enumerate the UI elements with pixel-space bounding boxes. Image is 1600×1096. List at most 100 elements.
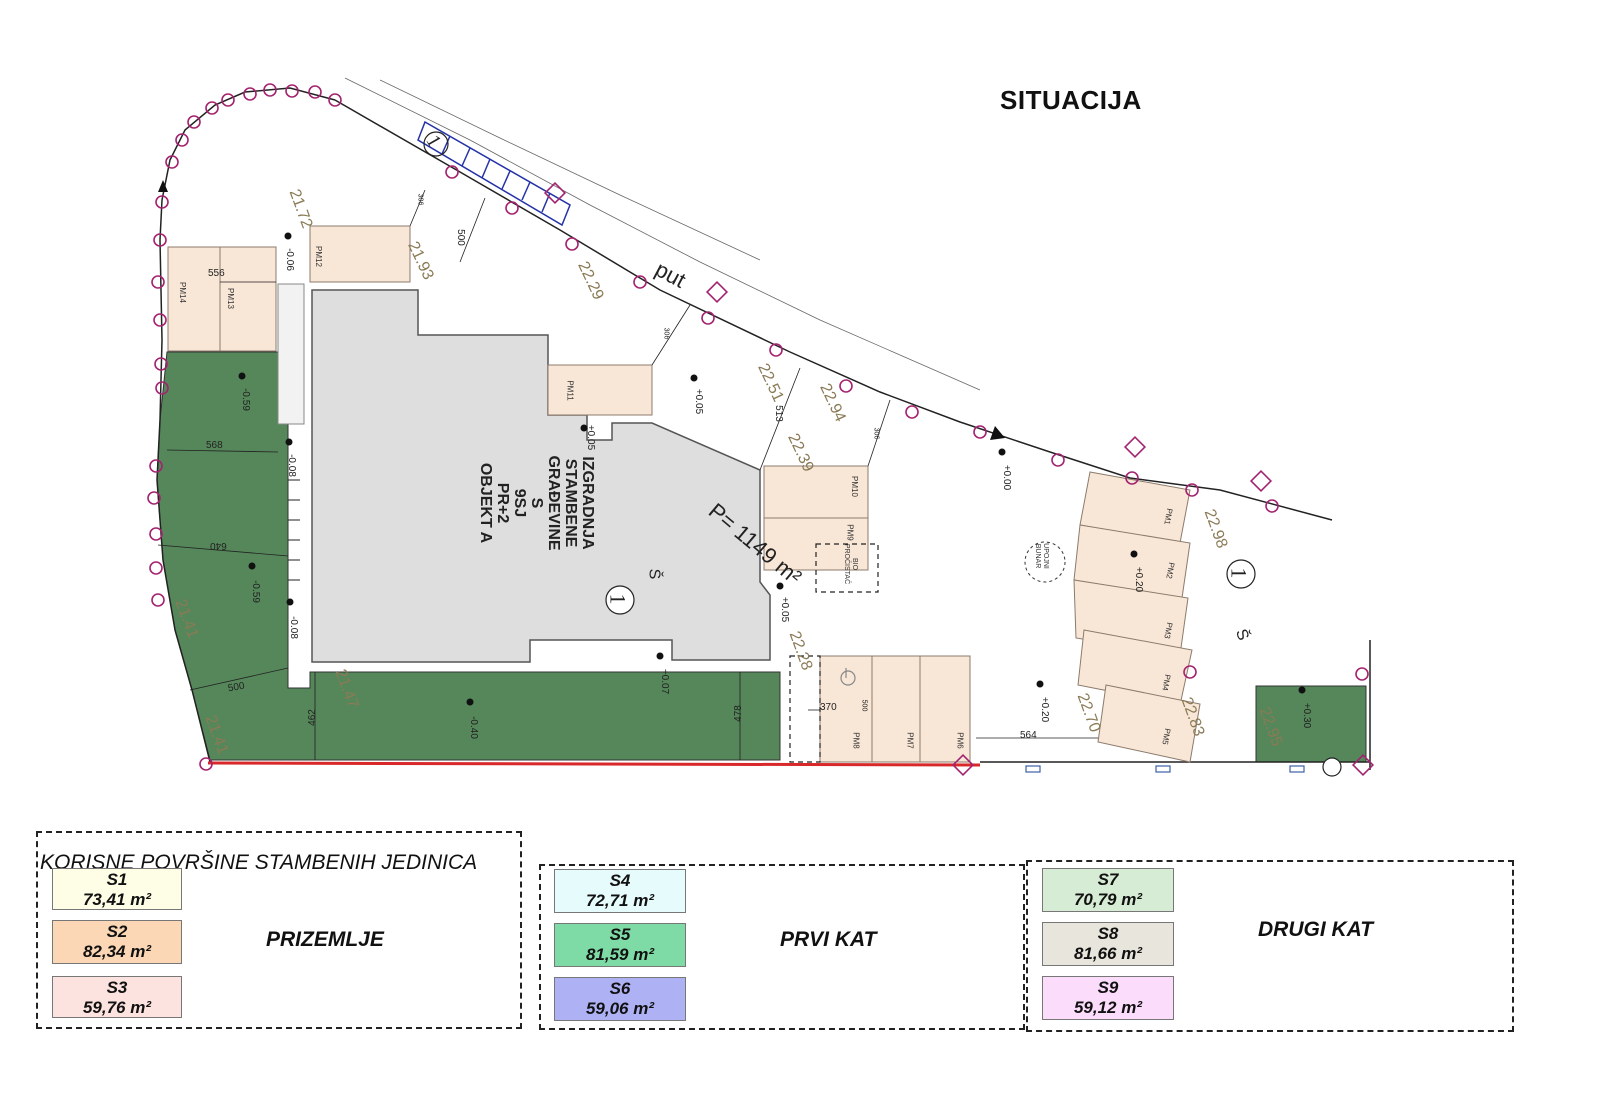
floor-label-first: PRVI KAT xyxy=(780,928,877,951)
unit-name: S3 xyxy=(106,978,128,997)
dimension-label: 306 xyxy=(872,427,880,440)
unit-name: S9 xyxy=(1097,978,1119,997)
building-label-line: GRAĐEVINE S xyxy=(528,455,562,551)
well-label-line: BUNAR xyxy=(1033,543,1041,569)
unit-name: S2 xyxy=(106,922,128,941)
dimension-label: 462 xyxy=(306,709,318,726)
level-label: -0.59 xyxy=(239,388,251,411)
dimension-label: 478 xyxy=(732,705,744,722)
building-label: IZGRADNJA STAMBENE GRAĐEVINE S 9SJ PR+2 … xyxy=(466,448,596,558)
well-label: UPOJNI BUNAR xyxy=(1033,543,1049,569)
level-label: +0.20 xyxy=(1133,566,1145,593)
legend-group-first-floor xyxy=(539,864,1025,1030)
section-symbol-sub: Š xyxy=(645,568,663,580)
level-label: -0.06 xyxy=(283,248,295,271)
unit-area: 70,79 m² xyxy=(1073,890,1143,909)
floor-label-ground: PRIZEMLJE xyxy=(266,928,384,951)
building-label-line: IZGRADNJA xyxy=(579,456,596,550)
boundary-markers xyxy=(147,83,1375,777)
level-label: +0.05 xyxy=(779,596,791,623)
green-area xyxy=(156,351,1367,763)
tank-label-line: PROČISTAČ xyxy=(843,543,851,585)
tiled-strip xyxy=(277,283,305,425)
legend-group-second-floor xyxy=(1026,860,1514,1032)
section-symbol-2: 1 xyxy=(1226,567,1252,579)
road xyxy=(344,77,981,391)
parking-label: PM8 xyxy=(851,732,861,749)
dimension-label: 500 xyxy=(860,699,868,712)
well-icon xyxy=(1024,541,1066,583)
dimension-label: 306 xyxy=(416,193,424,206)
dimension-label: 306 xyxy=(662,327,670,340)
level-label: +0.00 xyxy=(1001,464,1013,491)
building-label-line: 9SJ xyxy=(511,488,528,518)
unit-name: S4 xyxy=(609,871,631,890)
triangle-markers xyxy=(158,180,1005,440)
unit-swatch-s1: S1 73,41 m² xyxy=(52,868,182,910)
unit-swatch-s2: S2 82,34 m² xyxy=(52,920,182,964)
red-boundary-line xyxy=(207,761,981,767)
unit-name: S7 xyxy=(1097,870,1119,889)
level-label: +0.30 xyxy=(1301,702,1313,729)
parking-label: PM12 xyxy=(313,246,323,267)
parking-label: PM11 xyxy=(565,380,575,401)
unit-swatch-s3: S3 59,76 m² xyxy=(52,976,182,1018)
unit-name: S8 xyxy=(1097,924,1119,943)
parking-label: PM14 xyxy=(177,282,187,303)
stairs xyxy=(288,479,300,581)
parking-symbol-top xyxy=(423,131,449,157)
unit-swatch-s7: S7 70,79 m² xyxy=(1042,868,1174,912)
parking-label: PM9 xyxy=(845,524,855,541)
level-label: -0.08 xyxy=(287,616,299,639)
parcel-outline xyxy=(156,87,1371,770)
dimension-lines xyxy=(157,189,1098,760)
unit-swatch-s4: S4 72,71 m² xyxy=(554,869,686,913)
dashed-outlines xyxy=(789,543,879,763)
unit-swatch-s9: S9 59,12 m² xyxy=(1042,976,1174,1020)
bottom-markers xyxy=(1025,765,1305,773)
unit-area: 59,12 m² xyxy=(1073,998,1143,1017)
dimension-label: 370 xyxy=(820,702,837,713)
parking-label: PM13 xyxy=(225,288,235,309)
dimension-label: 556 xyxy=(208,268,225,279)
building-footprint xyxy=(311,289,771,663)
unit-area: 73,41 m² xyxy=(82,890,152,909)
unit-area: 59,76 m² xyxy=(82,998,152,1017)
unit-area: 59,06 m² xyxy=(585,999,655,1018)
section-symbol-1: 1 xyxy=(605,593,631,605)
floor-label-second: DRUGI KAT xyxy=(1258,918,1374,941)
dimension-label: 500 xyxy=(454,229,466,246)
building-label-line: PR+2 xyxy=(494,482,511,524)
dimension-label: 568 xyxy=(206,440,223,451)
tank-label: BIO PROČISTAČ xyxy=(842,544,858,584)
bike-rack xyxy=(417,120,571,227)
legend-group-ground-floor xyxy=(36,831,522,1029)
level-label: +0.05 xyxy=(585,424,597,451)
accessibility-icon xyxy=(840,668,856,686)
building-label-line: STAMBENE xyxy=(562,458,579,548)
parking-label: PM7 xyxy=(905,732,915,749)
tank-label-line: BIO xyxy=(851,557,859,571)
level-label: -0.59 xyxy=(249,580,261,603)
unit-name: S5 xyxy=(609,925,631,944)
parking-label: PM6 xyxy=(955,732,965,749)
unit-area: 81,66 m² xyxy=(1073,944,1143,963)
building-label-line: OBJEKT A xyxy=(477,462,494,544)
unit-area: 82,34 m² xyxy=(82,942,152,961)
well-label-line: UPOJNI xyxy=(1041,543,1049,569)
level-label: +0.20 xyxy=(1039,696,1051,723)
level-label: +0.07 xyxy=(659,668,671,695)
level-label: -0.40 xyxy=(467,716,479,739)
parking-label: PM10 xyxy=(849,476,859,497)
section-markers xyxy=(605,559,1342,777)
dimension-label: 564 xyxy=(1020,730,1037,741)
level-label: -0.08 xyxy=(285,454,297,477)
unit-swatch-s6: S6 59,06 m² xyxy=(554,977,686,1021)
level-dots xyxy=(238,232,1306,706)
parking-spaces xyxy=(167,225,1201,763)
unit-area: 72,71 m² xyxy=(585,891,655,910)
unit-name: S6 xyxy=(609,979,631,998)
unit-swatch-s5: S5 81,59 m² xyxy=(554,923,686,967)
unit-area: 81,59 m² xyxy=(585,945,655,964)
